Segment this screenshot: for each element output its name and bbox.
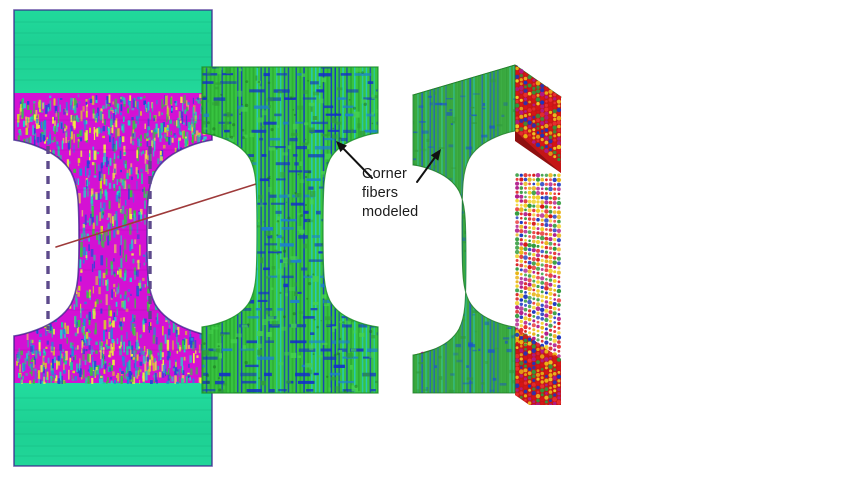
macro-grip-top [14, 10, 212, 93]
annotation-line-1: Corner [362, 166, 407, 182]
web-right-face [515, 131, 561, 173]
arrow-to-3d-specimen-corner [416, 149, 441, 183]
macro-grip-texture [14, 21, 212, 457]
side-face-fiber-ends [514, 66, 562, 405]
macro-grip-bottom [14, 383, 212, 466]
three-d-fiber-specimen [412, 64, 562, 405]
callout-leader-line [55, 183, 257, 248]
arrow-to-middle-specimen-corner [336, 141, 373, 179]
meso-specimen-outline [201, 66, 379, 394]
magnification-callout [55, 183, 257, 248]
macro-scale-specimen [13, 9, 213, 467]
annotation-line-3: modeled [362, 204, 419, 220]
right-depth-faces [514, 65, 562, 405]
annotation-callout-text: Corner fibers modeled [362, 165, 418, 222]
meso-scale-specimen [201, 66, 379, 394]
three-d-front-outline [412, 64, 516, 394]
annotation-line-2: fibers [362, 185, 399, 201]
macro-specimen-outline [13, 9, 213, 467]
